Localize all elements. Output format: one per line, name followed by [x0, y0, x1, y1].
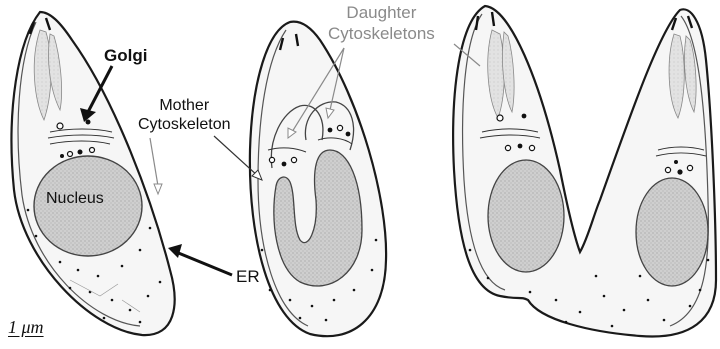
mother-cytoskeleton-leader — [150, 136, 262, 194]
mother-label-line1: Mother — [138, 96, 231, 115]
er-arrow — [168, 244, 232, 275]
mother-cytoskeleton-label: Mother Cytoskeleton — [138, 96, 231, 134]
cell-mother — [12, 12, 175, 335]
scale-bar-label: 1 μm — [8, 318, 44, 336]
nucleus — [636, 178, 708, 286]
nucleus-label: Nucleus — [46, 191, 104, 207]
golgi-label: Golgi — [104, 47, 147, 64]
mother-label-line2: Cytoskeleton — [138, 115, 231, 134]
cell-late-division — [453, 6, 716, 337]
nucleus — [488, 160, 564, 272]
daughter-label-line1: Daughter — [328, 2, 435, 23]
er-label: ER — [236, 268, 260, 285]
daughter-label-line2: Cytoskeletons — [328, 23, 435, 44]
daughter-cytoskeletons-label: Daughter Cytoskeletons — [328, 2, 435, 44]
cell-early-division — [250, 22, 386, 337]
